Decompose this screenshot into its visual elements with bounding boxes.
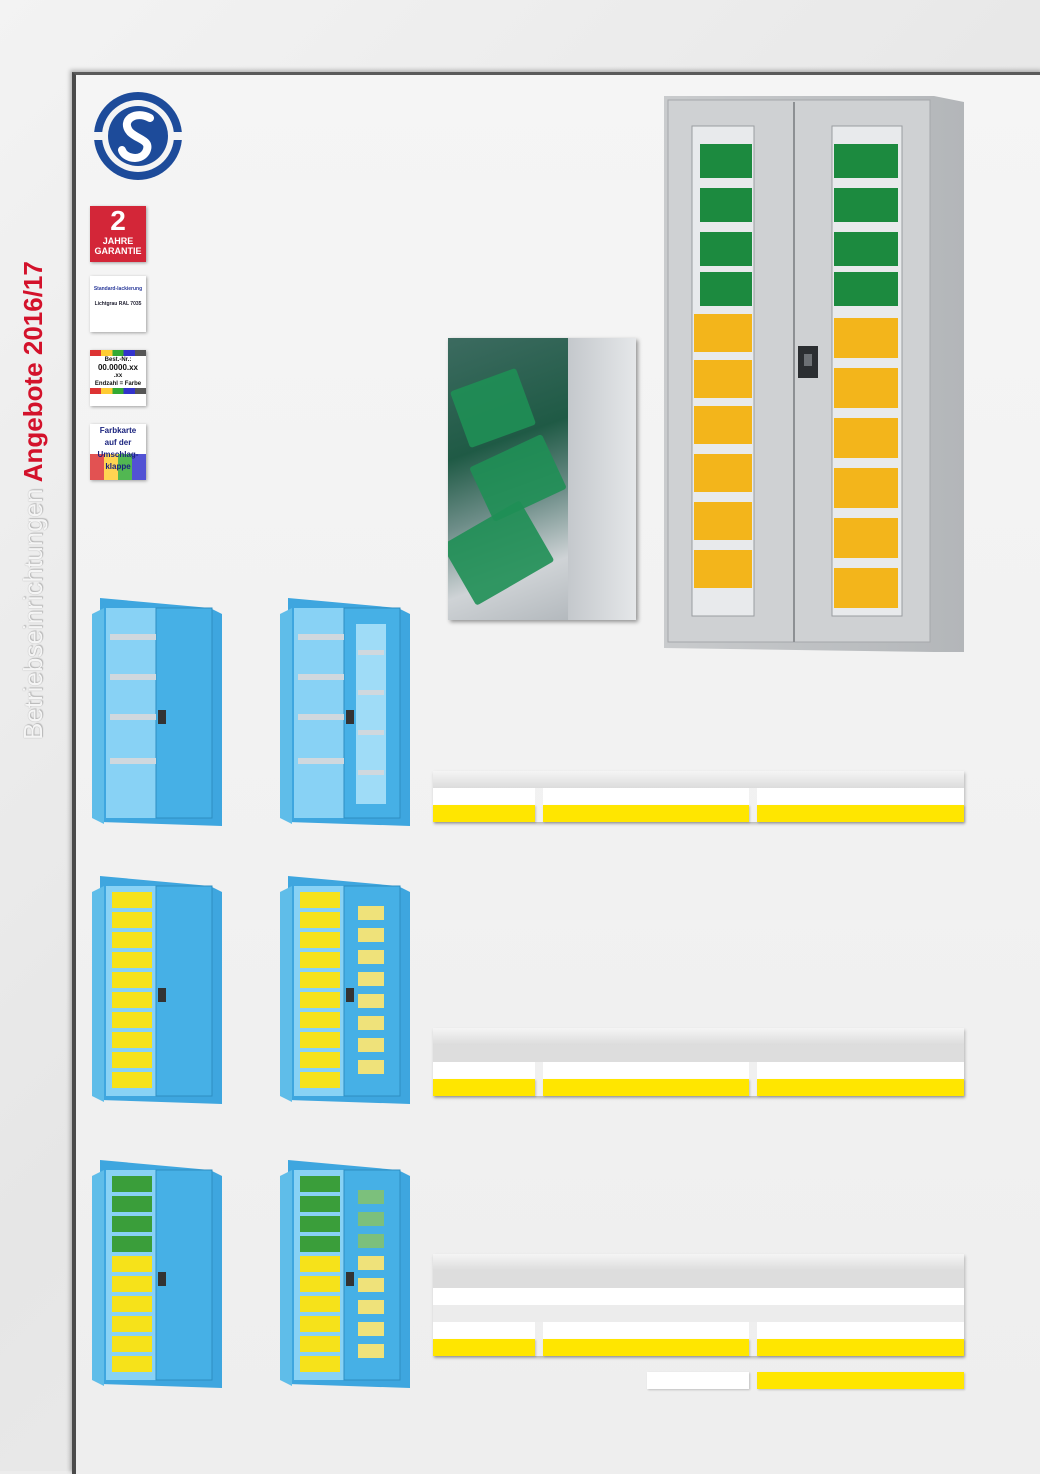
price-row [433, 1079, 964, 1096]
extra-label-cell [647, 1372, 749, 1389]
colorcard-line2: auf der [104, 438, 132, 447]
order-number-badge: Best.-Nr.: 00.0000.xx .xx Endzahl = Farb… [90, 350, 146, 406]
company-logo-icon [94, 92, 182, 180]
main-cabinet-image [664, 96, 964, 652]
detail-photo [448, 338, 636, 620]
colorcard-line3: Umschlag- [97, 450, 139, 459]
cabinet-thumb-1b [280, 598, 410, 826]
cabinet-thumb-1a [92, 598, 222, 826]
price-row [433, 805, 964, 822]
table-header-row [433, 1028, 964, 1045]
table-header-row [433, 771, 964, 788]
photo-bin [449, 367, 537, 449]
color-stripe [90, 388, 146, 394]
paint-line2: Lichtgrau RAL 7035 [94, 301, 142, 307]
side-title-category: Betriebseinrichtungen [18, 488, 48, 741]
color-stripe [90, 350, 146, 356]
warranty-line1: JAHRE [102, 236, 134, 246]
price-table-3 [433, 1254, 964, 1356]
price-table-2 [433, 1028, 964, 1096]
side-title-offer: Angebote 2016/17 [18, 261, 48, 483]
order-line1: Best.-Nr.: [104, 357, 132, 363]
order-line4: Endzahl = Farbe [94, 381, 142, 387]
warranty-badge: 2 JAHRE GARANTIE [90, 206, 146, 262]
warranty-line2: GARANTIE [94, 246, 142, 256]
table-row [433, 1271, 964, 1288]
table-row [433, 788, 964, 805]
table-header-row [433, 1254, 964, 1271]
side-title: Betriebseinrichtungen Angebote 2016/17 [18, 40, 48, 740]
table-row [433, 1062, 964, 1079]
price-row [433, 1339, 964, 1356]
paint-line1: Standard-lackierung [93, 286, 143, 292]
table-row [433, 1305, 964, 1322]
warranty-years: 2 [110, 206, 126, 236]
colorcard-line1: Farbkarte [99, 426, 137, 435]
colorcard-line4: klappe [105, 462, 131, 471]
table-row [433, 1045, 964, 1062]
order-line2: 00.0000.xx [97, 363, 139, 372]
table-row [433, 1322, 964, 1339]
cabinet-thumb-3a [92, 1160, 222, 1388]
extra-price-cell [757, 1372, 964, 1389]
color-grid [90, 454, 146, 480]
cabinet-thumb-3b [280, 1160, 410, 1388]
table-row [433, 1288, 964, 1305]
color-card-badge: Farbkarte auf der Umschlag- klappe [90, 424, 146, 480]
cabinet-thumb-2b [280, 876, 410, 1104]
photo-bin [448, 500, 555, 606]
photo-door [568, 338, 636, 620]
order-line3: .xx [113, 373, 123, 379]
cabinet-thumb-2a [92, 876, 222, 1104]
paint-badge: Standard-lackierung Lichtgrau RAL 7035 [90, 276, 146, 332]
cabinet-bins [694, 144, 898, 608]
price-table-1 [433, 771, 964, 822]
